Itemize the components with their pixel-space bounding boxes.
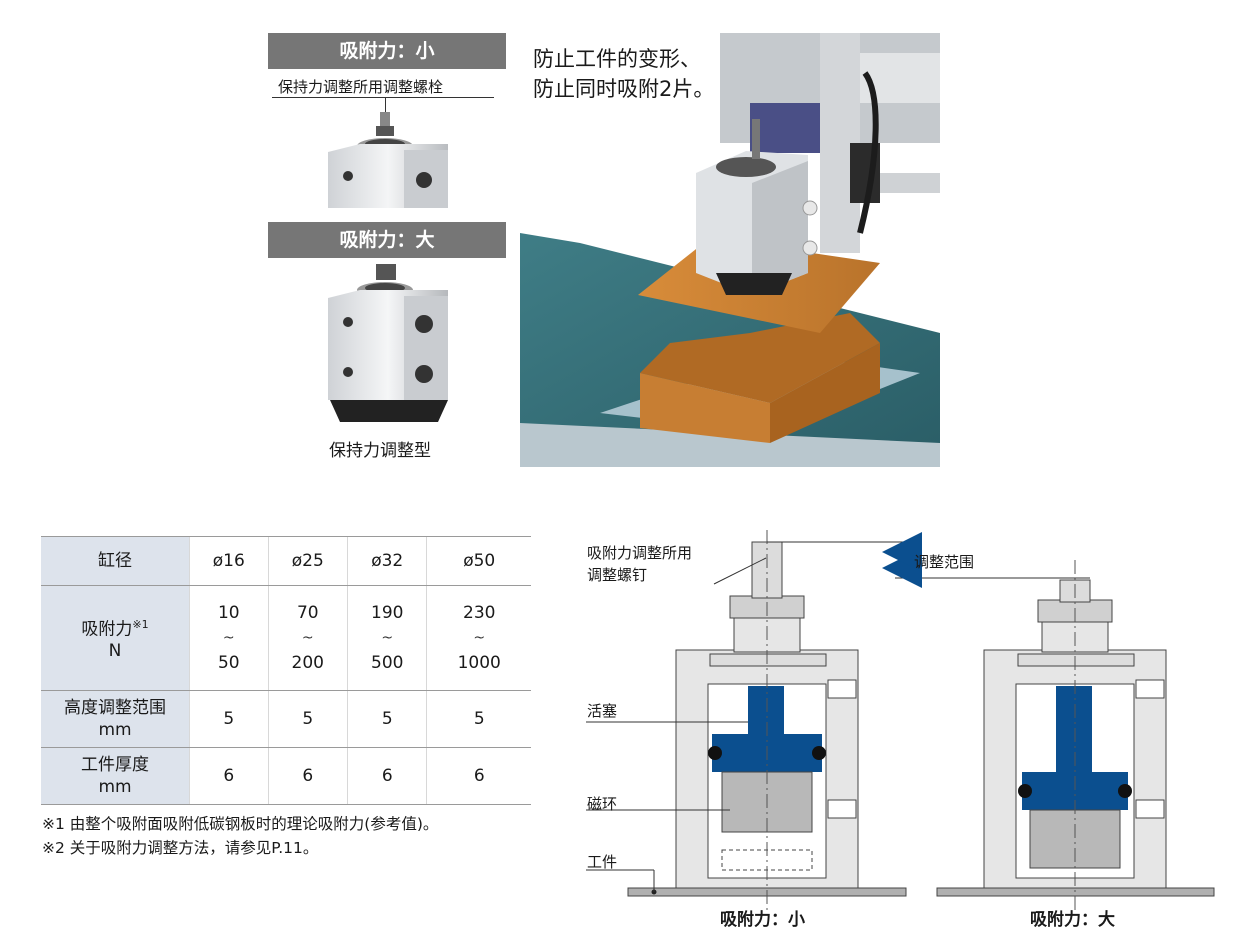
bore-cell: ø25: [267, 536, 348, 586]
bore-header: 缸径: [41, 536, 190, 586]
thickness-cell: 6: [346, 747, 427, 805]
bore-cell: ø50: [426, 536, 531, 586]
application-photo: [520, 33, 940, 467]
screw-leader: [713, 557, 767, 585]
spec-table: 缸径 ø16 ø25 ø32 ø50 吸附力※1 N 10 ~50 70 ~200 …: [41, 536, 531, 805]
force-header: 吸附力※1 N: [41, 585, 190, 691]
bolt-leader-line-v: [385, 97, 386, 113]
thickness-label: 工件厚度: [81, 755, 149, 775]
range-sep: ~: [222, 630, 235, 646]
caption-large-force: 吸附力：大: [1030, 910, 1115, 930]
force-note-mark: ※1: [132, 617, 149, 631]
screw-label: 吸附力调整所用 调整螺钉: [587, 542, 692, 586]
screw-label-line-2: 调整螺钉: [587, 566, 648, 584]
type-caption: 保持力调整型: [329, 441, 431, 461]
force-cell: 70 ~200: [267, 585, 348, 691]
force-max: 200: [291, 653, 324, 673]
range-sep: ~: [381, 630, 394, 646]
thickness-cell: 6: [189, 747, 269, 805]
range-label: 调整范围: [914, 553, 975, 571]
force-min: 190: [371, 603, 404, 623]
cross-section-diagram: [586, 530, 1215, 910]
piston-label: 活塞: [587, 702, 618, 720]
intro-line-1: 防止工件的变形、: [533, 47, 701, 71]
height-cell: 5: [426, 690, 531, 748]
thickness-unit: mm: [98, 777, 132, 797]
table-row: 工件厚度 mm 6 6 6 6: [41, 747, 531, 805]
screw-label-line-1: 吸附力调整所用: [587, 544, 693, 562]
height-cell: 5: [346, 690, 427, 748]
force-max: 1000: [457, 653, 501, 673]
force-max: 500: [371, 653, 404, 673]
bolt-label: 保持力调整所用调整螺栓: [278, 78, 444, 96]
height-cell: 5: [267, 690, 348, 748]
force-label: 吸附力: [81, 619, 133, 640]
intro-text: 防止工件的变形、 防止同时吸附2片。: [533, 44, 714, 104]
force-cell: 190 ~500: [346, 585, 427, 691]
table-row: 缸径 ø16 ø25 ø32 ø50: [41, 536, 531, 586]
workpiece-label: 工件: [587, 853, 618, 871]
range-sep: ~: [473, 630, 486, 646]
height-label: 高度调整范围: [64, 698, 166, 718]
small-force-header: 吸附力：小: [268, 33, 506, 69]
cylinder-large: [983, 560, 1167, 910]
large-force-header: 吸附力：大: [268, 222, 506, 258]
note-1: ※1 由整个吸附面吸附低碳钢板时的理论吸附力(参考值)。: [42, 815, 439, 833]
bolt-leader-line: [272, 97, 494, 98]
caption-small-force: 吸附力：小: [720, 910, 805, 930]
range-sep: ~: [301, 630, 314, 646]
force-cell: 10 ~50: [189, 585, 269, 691]
force-min: 70: [296, 603, 319, 623]
note-2: ※2 关于吸附力调整方法，请参见P.11。: [42, 839, 319, 857]
height-cell: 5: [189, 690, 269, 748]
intro-line-2: 防止同时吸附2片。: [533, 77, 715, 101]
height-unit: mm: [98, 720, 132, 740]
thickness-header: 工件厚度 mm: [41, 747, 190, 805]
notes: ※1 由整个吸附面吸附低碳钢板时的理论吸附力(参考值)。 ※2 关于吸附力调整方…: [42, 812, 438, 860]
table-row: 吸附力※1 N 10 ~50 70 ~200 190 ~500 230 ~1000: [41, 585, 531, 691]
bore-cell: ø32: [346, 536, 427, 586]
force-cell: 230 ~1000: [426, 585, 531, 691]
bore-cell: ø16: [189, 536, 269, 586]
force-min: 10: [217, 603, 240, 623]
table-row: 高度调整范围 mm 5 5 5 5: [41, 690, 531, 748]
height-header: 高度调整范围 mm: [41, 690, 190, 748]
large-force-cylinder-image: [328, 264, 448, 422]
thickness-cell: 6: [267, 747, 348, 805]
force-max: 50: [217, 653, 240, 673]
thickness-cell: 6: [426, 747, 531, 805]
small-force-cylinder-image: [328, 112, 448, 208]
force-min: 230: [463, 603, 496, 623]
magnet-label: 磁环: [587, 795, 618, 813]
force-unit: N: [108, 641, 122, 662]
cylinder-small: [675, 530, 859, 910]
